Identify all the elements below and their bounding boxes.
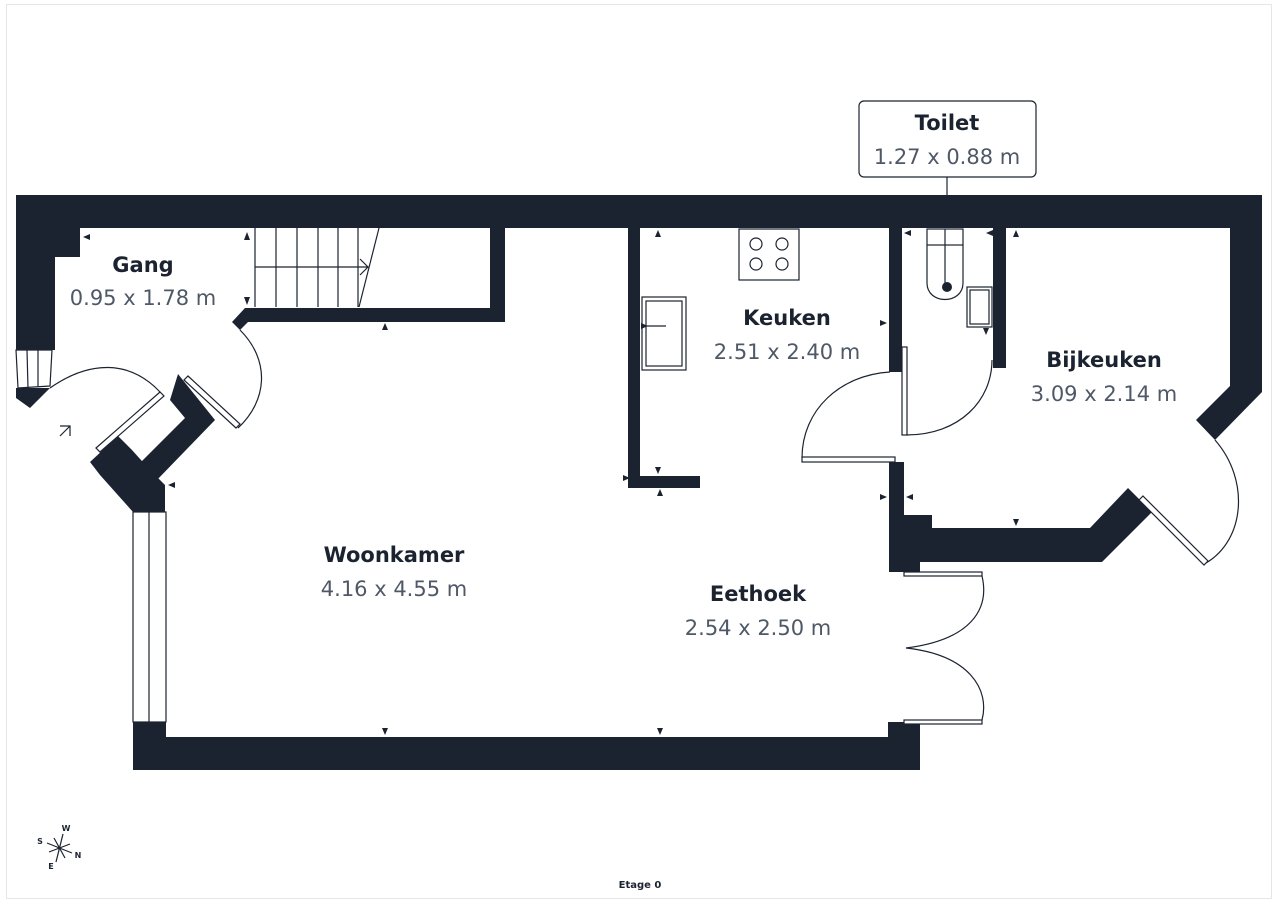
door-eethoek-bottom [903,719,983,725]
door-bijkeuken-arc [1205,439,1240,564]
svg-text:2.54 x 2.50 m: 2.54 x 2.50 m [685,616,831,640]
wall-right [1196,228,1262,440]
window-bay-right [183,375,241,429]
stairs [254,227,380,308]
door-keuken-arc [801,371,891,459]
door-bijkeuken [1138,495,1209,566]
door-entrance-arc [49,366,161,393]
svg-text:4.16 x 4.55 m: 4.16 x 4.55 m [321,577,467,601]
walls [16,195,1262,770]
svg-text:Keuken: Keuken [743,306,831,330]
wall-keuken-toilet [889,228,902,372]
fixtures [641,228,993,371]
svg-text:S: S [37,837,43,846]
door-eethoek-arcs [905,575,985,721]
windows [15,349,241,723]
door-eethoek-top [903,571,983,577]
door-gang-arc [237,329,263,429]
svg-text:1.27 x 0.88 m: 1.27 x 0.88 m [874,145,1020,169]
door-toilet [901,346,908,436]
wall-keuken [628,228,700,488]
wall-toilet-bijkeuken [993,228,1006,368]
svg-text:W: W [62,824,71,833]
wall-top [16,195,1262,228]
room-label-toilet: Toilet 1.27 x 0.88 m [858,100,1037,195]
svg-text:Gang: Gang [112,253,173,277]
window-left [15,349,53,389]
doors [49,329,1240,725]
measure-markers [83,230,1019,735]
svg-text:N: N [75,851,82,860]
stair-arrow-icon [359,258,369,276]
room-label-eethoek: Eethoek 2.54 x 2.50 m [685,582,831,640]
svg-text:Woonkamer: Woonkamer [324,543,465,567]
door-keuken [801,456,896,463]
svg-text:E: E [48,862,53,871]
compass-icon: W S N E [37,824,81,871]
door-toilet-arc [905,359,993,436]
svg-text:3.09 x 2.14 m: 3.09 x 2.14 m [1031,382,1177,406]
floor-label: Etage 0 [619,880,662,891]
room-label-keuken: Keuken 2.51 x 2.40 m [714,306,860,364]
svg-text:Toilet: Toilet [915,111,980,135]
wall-bijkeuken-bottom [889,462,1152,572]
wall-left-stub [16,388,50,408]
svg-text:0.95 x 1.78 m: 0.95 x 1.78 m [70,286,216,310]
room-label-gang: Gang 0.95 x 1.78 m [70,253,216,310]
wall-left [16,228,80,350]
room-label-woonkamer: Woonkamer 4.16 x 4.55 m [321,543,467,601]
entrance-arrow-icon [59,425,71,437]
svg-text:2.51 x 2.40 m: 2.51 x 2.40 m [714,340,860,364]
svg-text:Bijkeuken: Bijkeuken [1046,348,1162,372]
wall-bottom [133,722,920,770]
kitchen-sink-icon [641,296,687,371]
page-frame [6,4,1272,899]
wall-bay-lower [90,436,165,512]
svg-text:Eethoek: Eethoek [710,582,807,606]
room-label-bijkeuken: Bijkeuken 3.09 x 2.14 m [1031,348,1177,406]
wall-stair [232,228,505,330]
stove-icon [738,228,800,281]
wall-bay-upper [138,374,215,482]
window-bay-left [95,391,165,453]
washbasin-icon [966,286,993,328]
